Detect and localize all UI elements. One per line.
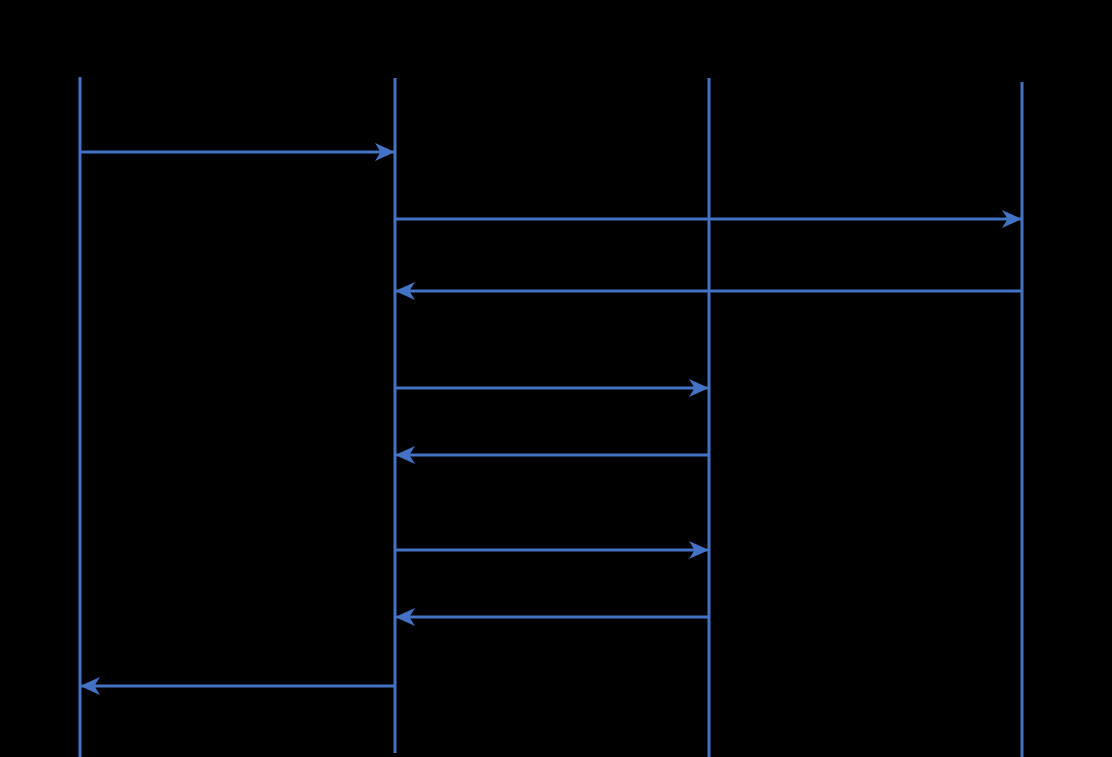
lifelines-group bbox=[78, 77, 1024, 757]
messages-group bbox=[80, 143, 1022, 695]
